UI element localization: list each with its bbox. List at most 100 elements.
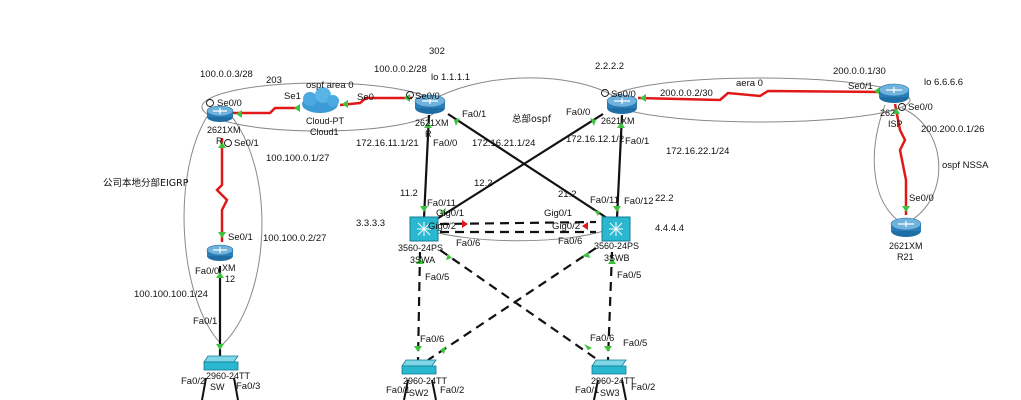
label-device-name: 12 bbox=[225, 274, 235, 284]
switch-icon bbox=[203, 355, 239, 363]
port-indicator bbox=[640, 94, 646, 102]
link-isp-r21 bbox=[893, 103, 908, 215]
label-port: Fa0/3 bbox=[236, 381, 260, 392]
label-device-model: 2621XM bbox=[415, 118, 449, 128]
label-port: Fa0/1 bbox=[625, 136, 649, 147]
label-port: Fa0/1 bbox=[575, 385, 599, 396]
link-rcore-swa bbox=[431, 113, 604, 223]
port-indicator bbox=[416, 258, 424, 264]
port-indicator bbox=[446, 254, 452, 260]
link-swb-sw3 bbox=[606, 251, 614, 361]
label-port: Se0/0 bbox=[217, 98, 242, 109]
label-port: Fa0/5 bbox=[425, 272, 449, 283]
port-indicator bbox=[594, 210, 600, 216]
label-area: aera 0 bbox=[736, 78, 763, 89]
link-stub bbox=[233, 377, 239, 400]
clock-icons bbox=[206, 89, 906, 147]
clock-icon bbox=[601, 89, 609, 97]
label-net: 100.0.0.2/28 bbox=[374, 64, 427, 75]
router-r21[interactable] bbox=[890, 217, 922, 237]
router-r12[interactable] bbox=[206, 244, 234, 261]
dashed-links bbox=[416, 220, 614, 361]
label-port: Fa0/5 bbox=[617, 270, 641, 281]
ring-swa-swb bbox=[419, 227, 613, 242]
label-net: 100.100.100.1/24 bbox=[134, 289, 208, 300]
label-port: Gig0/2 bbox=[552, 221, 580, 232]
label-port: Se0/0 bbox=[415, 91, 440, 102]
switch-icon bbox=[401, 359, 437, 367]
link-swa-sw3 bbox=[439, 249, 599, 361]
port-indicator bbox=[454, 118, 460, 126]
port-indicator bbox=[617, 122, 625, 128]
port-indicator bbox=[440, 208, 446, 216]
label-port: Fa0/2 bbox=[181, 376, 205, 387]
router-arrows-icon bbox=[213, 247, 227, 253]
switch-sw3[interactable] bbox=[591, 359, 627, 375]
cloud-device[interactable] bbox=[302, 87, 339, 113]
port-indicator bbox=[582, 252, 590, 258]
port-indicator bbox=[236, 110, 242, 118]
switch-3swa[interactable] bbox=[409, 216, 439, 242]
label-port: Fa0/2 bbox=[631, 382, 655, 393]
port-indicator bbox=[218, 232, 226, 238]
label-port: Se0/0 bbox=[611, 89, 636, 100]
port-indicator bbox=[584, 344, 592, 350]
port-indicator bbox=[874, 87, 880, 95]
router-arrows-icon bbox=[886, 87, 902, 93]
cloud-icon bbox=[327, 95, 339, 107]
clock-icon bbox=[898, 103, 906, 111]
label-port: Se0/1 bbox=[228, 232, 253, 243]
link-cloud-rcenter bbox=[339, 96, 412, 107]
clock-icon bbox=[206, 99, 214, 107]
port-indicator bbox=[902, 206, 910, 212]
label-net: 21.2 bbox=[558, 189, 577, 200]
clock-icon bbox=[224, 139, 232, 147]
label-port: Gig0/1 bbox=[544, 208, 572, 219]
switch-icon bbox=[203, 361, 239, 371]
label-loopback: lo 1.1.1.1 bbox=[431, 72, 470, 83]
router-arrows-icon bbox=[614, 98, 630, 104]
label-device-model: 2960-24TT bbox=[206, 371, 251, 381]
label-area: ospf area 0 bbox=[306, 80, 354, 91]
port-indicator bbox=[294, 104, 300, 112]
router-isp[interactable] bbox=[878, 83, 910, 103]
router-r-left[interactable] bbox=[206, 105, 234, 122]
link-r-r12 bbox=[215, 138, 229, 242]
label-device-model: 2960-24TT bbox=[591, 376, 636, 386]
port-indicator bbox=[216, 272, 224, 278]
label-port: Fa0/6 bbox=[420, 334, 444, 345]
label-device-model: 2621XM bbox=[889, 241, 923, 251]
label-port: Fa0/2 bbox=[440, 385, 464, 396]
label-device-name: R21 bbox=[897, 252, 914, 262]
label-port: Fa0/1 bbox=[386, 385, 410, 396]
label-device-name: Cloud1 bbox=[310, 127, 339, 137]
switch-arrows-icon bbox=[609, 222, 623, 236]
switch-sw-left[interactable] bbox=[203, 355, 239, 371]
label-port: Fa0/0 bbox=[195, 266, 219, 277]
label-port: Se0/0 bbox=[909, 193, 934, 204]
cloud-icon bbox=[303, 92, 317, 106]
link-stub bbox=[201, 377, 207, 400]
link-swa-swb-gig1 bbox=[439, 220, 597, 226]
link-stub bbox=[593, 379, 599, 400]
switch-icon bbox=[401, 365, 437, 375]
label-device-model: Cloud-PT bbox=[306, 116, 345, 126]
port-indicator bbox=[440, 346, 446, 354]
label-net: 22.2 bbox=[655, 193, 674, 204]
label-device-name: SW3 bbox=[600, 388, 620, 398]
link-swb-sw2 bbox=[427, 247, 597, 361]
label-net: 203 bbox=[266, 75, 282, 86]
label-port: Gig0/2 bbox=[428, 221, 456, 232]
label-net: 12.2 bbox=[474, 178, 493, 189]
router-r-center[interactable] bbox=[414, 94, 446, 114]
lower-link-stubs bbox=[201, 377, 627, 400]
label-port: Fa0/11 bbox=[590, 195, 619, 206]
router-r-core[interactable] bbox=[606, 94, 638, 114]
link-stub bbox=[431, 379, 437, 400]
port-indicator bbox=[216, 344, 224, 350]
port-indicator bbox=[590, 118, 596, 126]
port-indicator-down bbox=[582, 222, 588, 230]
switch-sw2[interactable] bbox=[401, 359, 437, 375]
switch-3swb[interactable] bbox=[601, 216, 631, 242]
